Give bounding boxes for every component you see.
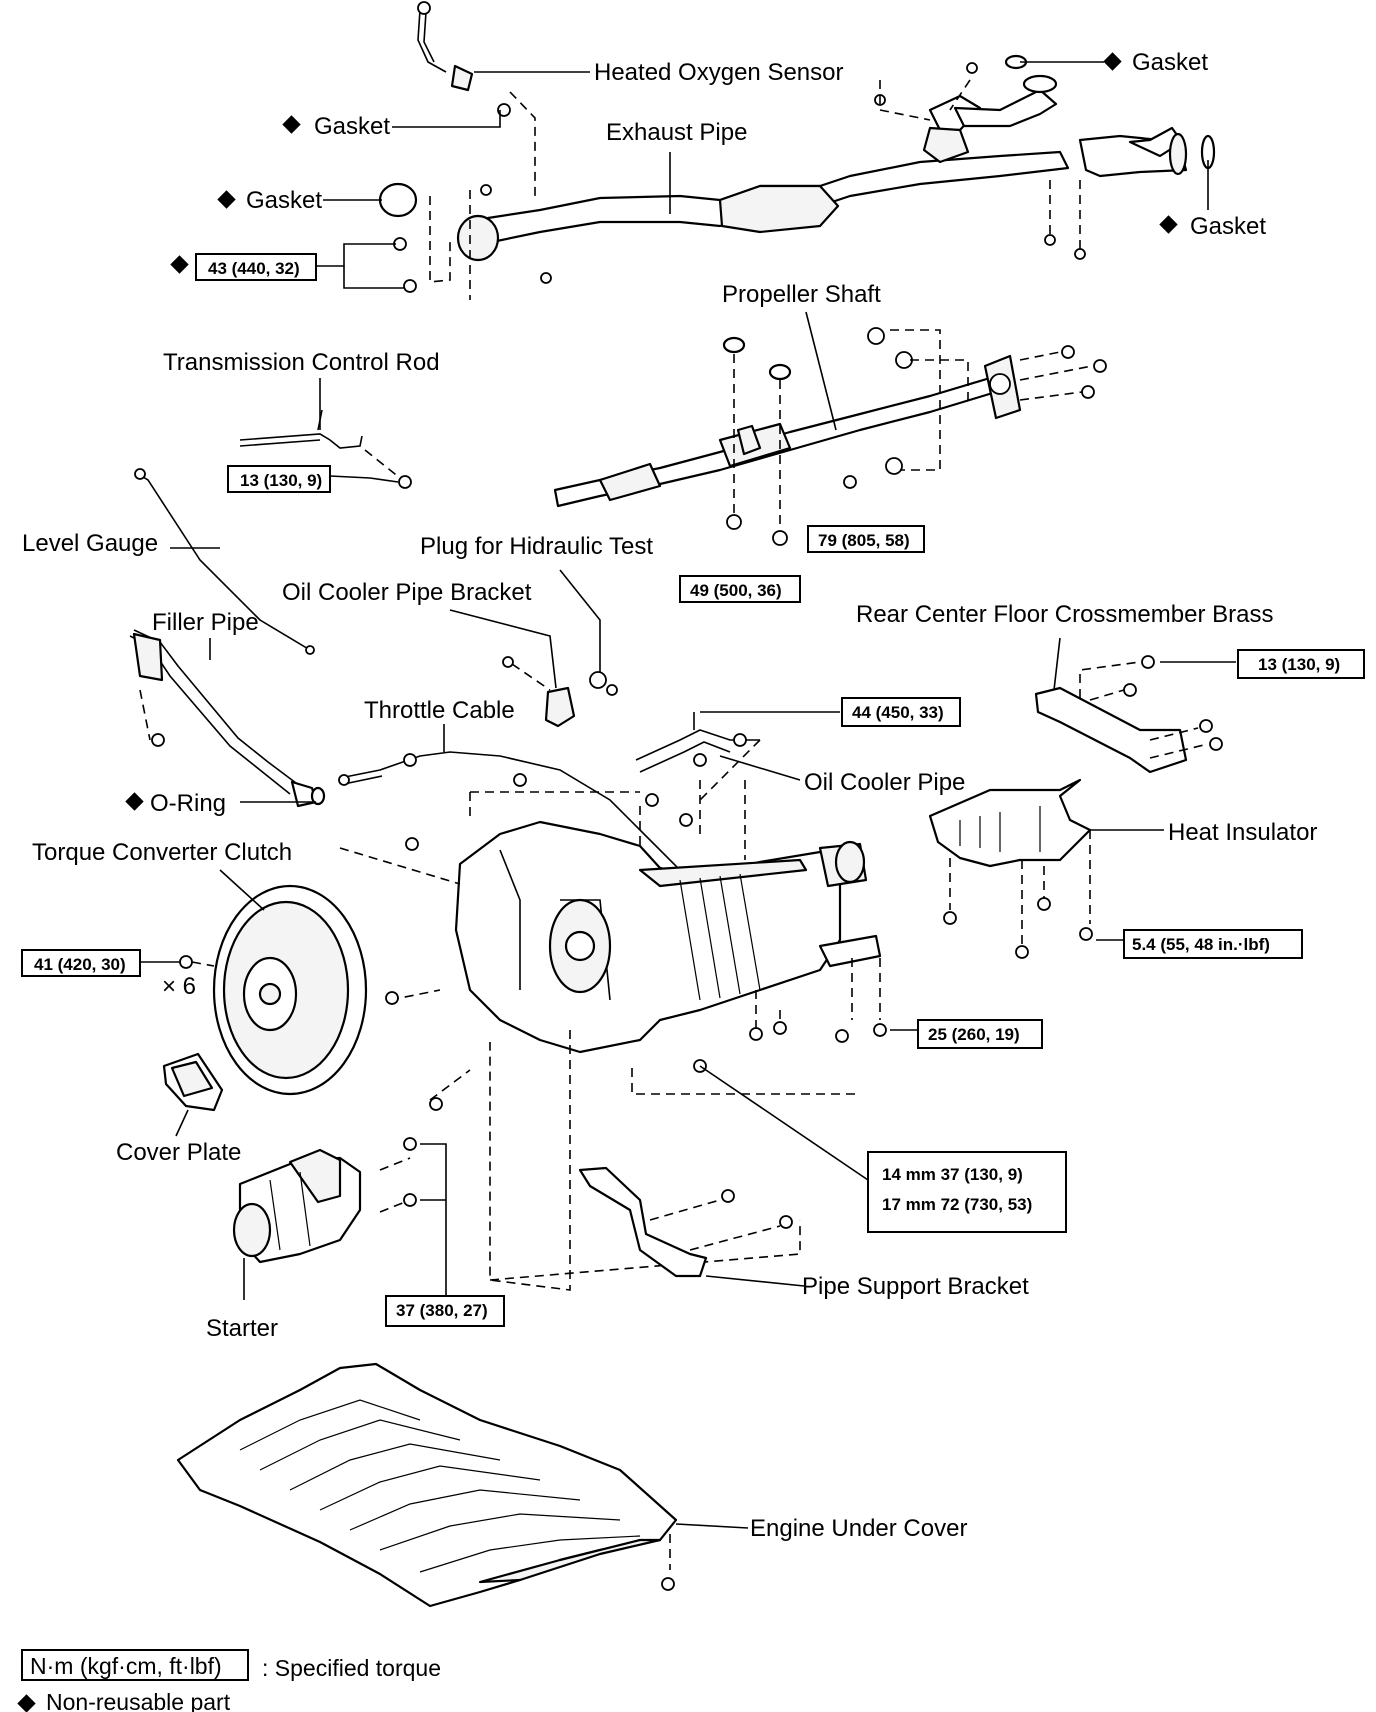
legend: N·m (kgf·cm, ft·lbf) : Specified torque …: [17, 1649, 441, 1712]
torque-box-control-rod: [227, 465, 331, 493]
label-gasket-right: Gasket: [1190, 213, 1266, 240]
label-torque-converter-clutch: Torque Converter Clutch: [32, 839, 292, 866]
torque-bellhousing-17mm: 17 mm 72 (730, 53): [882, 1195, 1032, 1214]
label-times-six: × 6: [162, 973, 196, 1000]
legend-torque-unit: N·m (kgf·cm, ft·lbf): [30, 1653, 222, 1679]
leader-lines: [140, 61, 1236, 1529]
legend-non-reusable: Non-reusable part: [46, 1689, 231, 1712]
exhaust-pipe: [378, 54, 1216, 300]
label-pipe-support-bracket: Pipe Support Bracket: [802, 1273, 1029, 1300]
heated-oxygen-sensor: [417, 1, 474, 92]
level-gauge: [134, 468, 315, 655]
torque-control-rod: 13 (130, 9): [240, 471, 322, 490]
label-exhaust-pipe: Exhaust Pipe: [606, 119, 747, 146]
label-heat-insulator: Heat Insulator: [1168, 819, 1317, 846]
label-rear-crossmember: Rear Center Floor Crossmember Brass: [856, 601, 1273, 628]
transmission-housing: [339, 739, 887, 1291]
torque-bellhousing-14mm: 14 mm 37 (130, 9): [882, 1165, 1023, 1184]
label-level-gauge: Level Gauge: [22, 530, 158, 557]
torque-torque-converter: 41 (420, 30): [34, 955, 126, 974]
label-filler-pipe: Filler Pipe: [152, 609, 259, 636]
torque-propeller-flange: 79 (805, 58): [818, 531, 910, 550]
label-gasket-top-right: Gasket: [1132, 49, 1208, 76]
filler-pipe: [129, 629, 318, 808]
non-reusable-diamond: [1103, 52, 1122, 71]
label-oil-cooler-pipe: Oil Cooler Pipe: [804, 769, 965, 796]
oil-cooler-pipe: [635, 712, 760, 773]
rear-crossmember: [1034, 655, 1223, 774]
label-plug-hydraulic-test: Plug for Hidraulic Test: [420, 533, 653, 560]
non-reusable-diamond: [282, 115, 301, 134]
label-o-ring: O-Ring: [150, 790, 226, 817]
torque-transmission-mount: 25 (260, 19): [928, 1025, 1020, 1044]
torque-heat-insulator: 5.4 (55, 48 in.·lbf): [1132, 935, 1270, 954]
torque-converter-clutch: [179, 884, 368, 1096]
pipe-support-bracket: [578, 1166, 793, 1278]
o-ring: [310, 786, 326, 806]
non-reusable-diamond: [217, 190, 236, 209]
torque-crossmember: 13 (130, 9): [1258, 655, 1340, 674]
torque-box-bellhousing: [867, 1151, 1067, 1233]
torque-propeller-center: 49 (500, 36): [690, 581, 782, 600]
torque-box-torque-converter: [21, 949, 141, 977]
label-propeller-shaft: Propeller Shaft: [722, 281, 881, 308]
label-starter: Starter: [206, 1315, 278, 1342]
propeller-shaft: [553, 327, 1107, 546]
hydraulic-test-plug: [589, 671, 618, 696]
torque-starter: 37 (380, 27): [396, 1301, 488, 1320]
label-cover-plate: Cover Plate: [116, 1139, 241, 1166]
torque-exhaust-flange: 43 (440, 32): [208, 259, 300, 278]
label-throttle-cable: Throttle Cable: [364, 697, 515, 724]
starter: [232, 1148, 362, 1264]
engine-under-cover: [176, 1362, 678, 1608]
torque-oil-cooler-pipe: 44 (450, 33): [852, 703, 944, 722]
label-oil-cooler-pipe-bracket: Oil Cooler Pipe Bracket: [282, 579, 532, 606]
legend-diamond: [17, 1694, 36, 1712]
non-reusable-diamond: [125, 792, 144, 811]
heat-insulator: [928, 778, 1093, 959]
label-transmission-control-rod: Transmission Control Rod: [163, 349, 440, 376]
torque-box-transmission-mount: [917, 1019, 1043, 1049]
torque-box-oil-cooler-pipe: [841, 697, 961, 727]
torque-box-propeller-flange: [807, 525, 925, 553]
oil-cooler-pipe-bracket: [502, 656, 576, 728]
label-heated-oxygen-sensor: Heated Oxygen Sensor: [594, 59, 843, 86]
torque-box-heat-insulator: [1123, 929, 1303, 959]
legend-torque-box: [21, 1649, 249, 1681]
label-gasket-top-left: Gasket: [314, 113, 390, 140]
label-engine-under-cover: Engine Under Cover: [750, 1515, 967, 1542]
torque-box-propeller-center: [679, 575, 801, 603]
non-reusable-diamond: [170, 255, 189, 274]
torque-box-exhaust-flange: [195, 253, 317, 281]
torque-box-starter: [385, 1295, 505, 1327]
throttle-cable: [338, 751, 701, 901]
cover-plate: [162, 1052, 224, 1112]
torque-box-crossmember: [1237, 649, 1365, 679]
label-gasket-left: Gasket: [246, 187, 322, 214]
non-reusable-diamond: [1159, 215, 1178, 234]
legend-torque-meaning: : Specified torque: [262, 1655, 441, 1681]
